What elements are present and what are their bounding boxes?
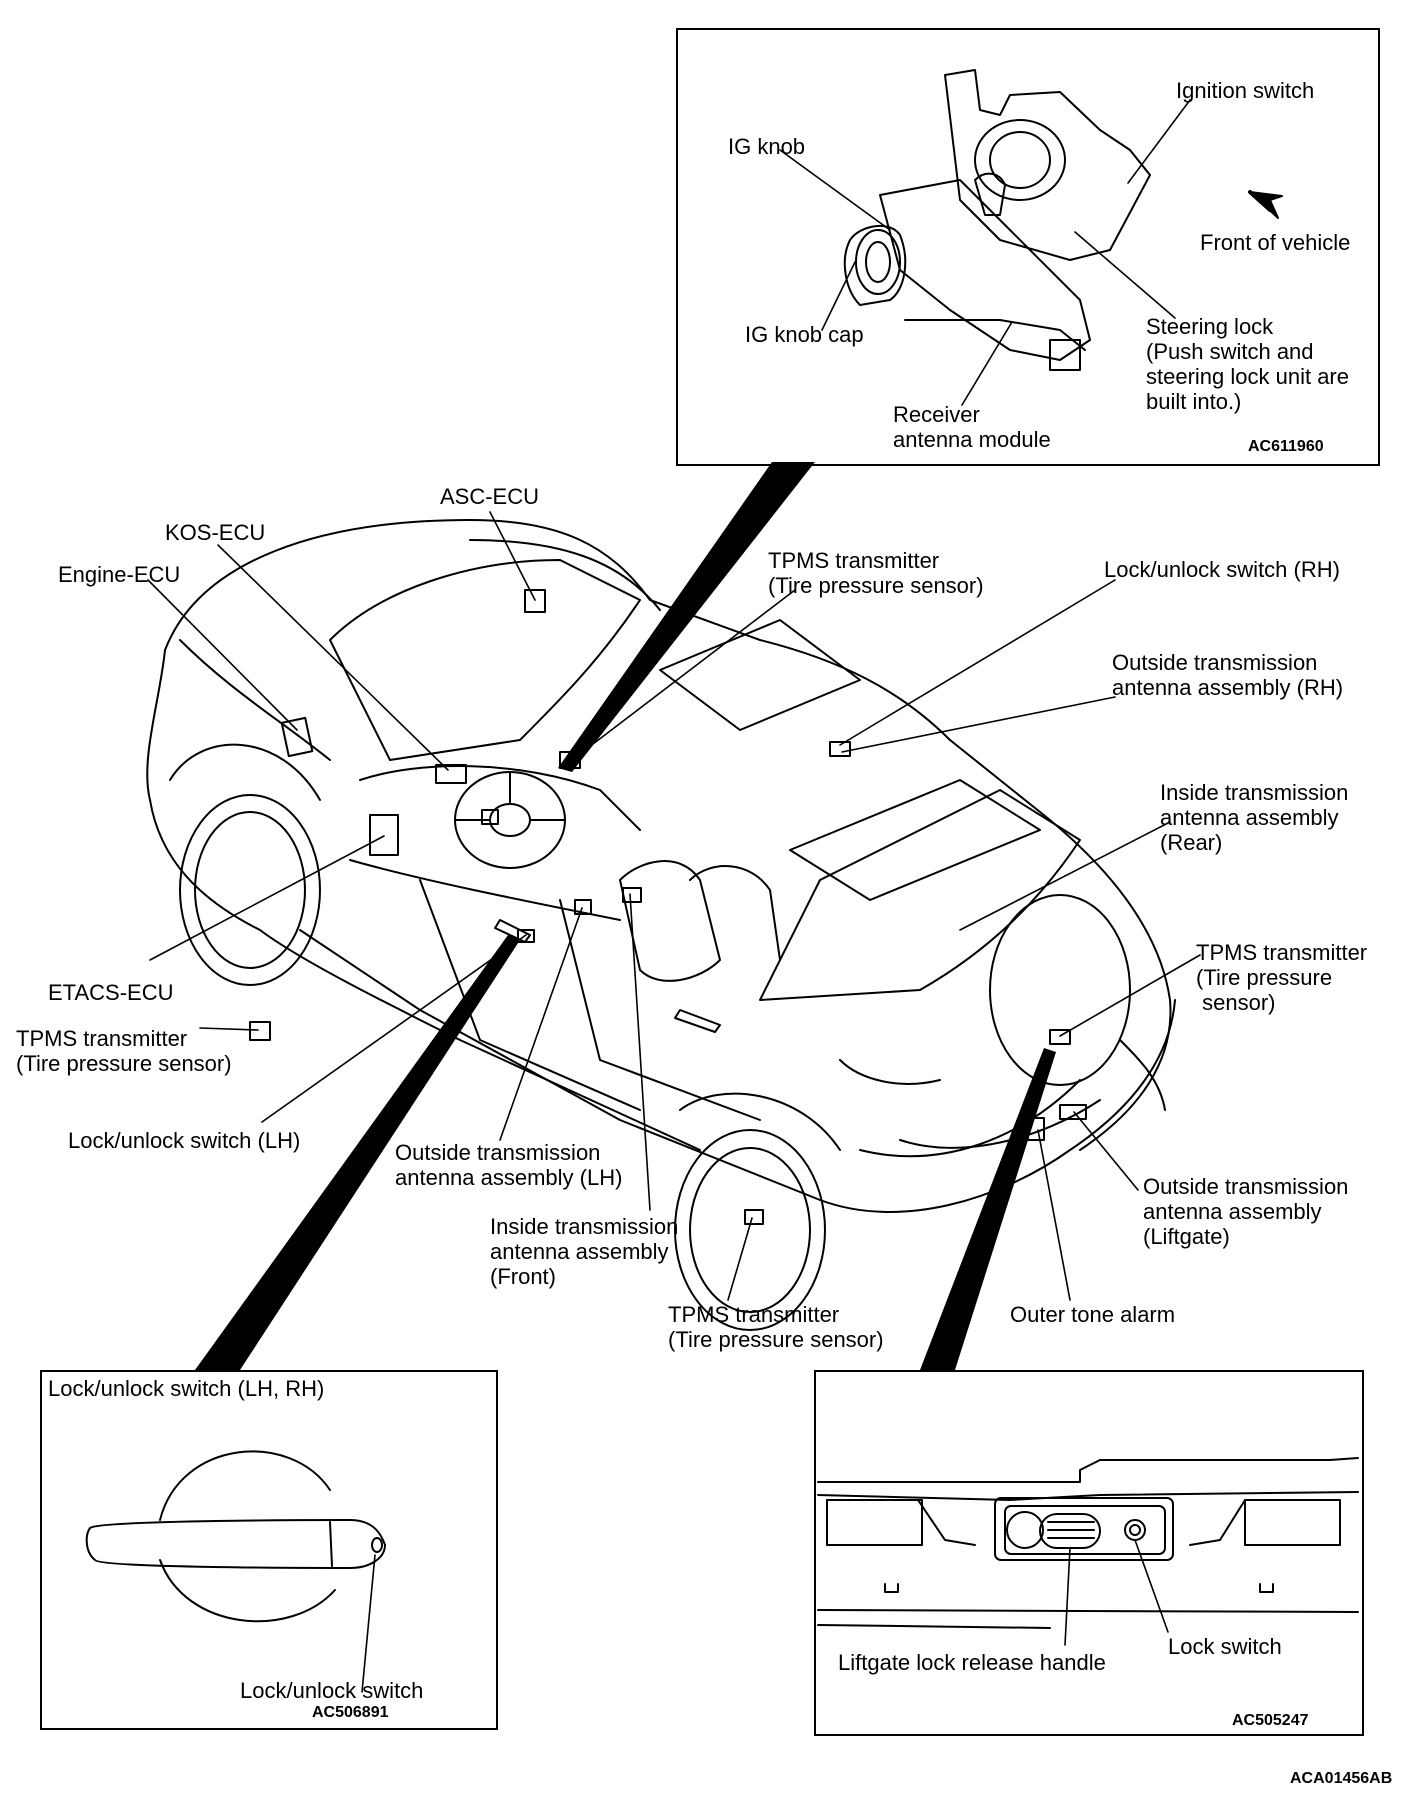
- label-ig-knob: IG knob: [728, 134, 806, 159]
- label-steering-lock: Steering lock (Push switch and steering …: [1146, 314, 1349, 414]
- leader-lines: [147, 511, 1201, 1301]
- liftgate-inset-panel: [814, 1370, 1364, 1736]
- label-asc-ecu: ASC-ECU: [440, 484, 540, 509]
- label-ignition-switch: Ignition switch: [1176, 78, 1315, 103]
- ignition-switch-drawing: [843, 69, 1283, 371]
- label-ig-knob-cap: IG knob cap: [745, 322, 864, 347]
- vehicle-outline: [146, 519, 1176, 1331]
- label-front-of-vehicle: Front of vehicle: [1200, 230, 1351, 255]
- label-lock-switch-rh: Lock/unlock switch (RH): [1104, 557, 1340, 582]
- label-tpms-rear-right: TPMS transmitter (Tire pressure sensor): [1196, 940, 1368, 1015]
- label-lock-switch-lh: Lock/unlock switch (LH): [68, 1128, 301, 1153]
- ignition-inset-panel: [676, 28, 1380, 466]
- label-engine-ecu: Engine-ECU: [58, 562, 181, 587]
- label-etacs-ecu: ETACS-ECU: [48, 980, 174, 1005]
- label-kos-ecu: KOS-ECU: [165, 520, 266, 545]
- label-outer-tone-alarm: Outer tone alarm: [1010, 1302, 1176, 1327]
- label-tpms-center: TPMS transmitter (Tire pressure sensor): [768, 548, 984, 598]
- label-lock-switch: Lock switch: [1168, 1634, 1282, 1659]
- label-liftgate-release-handle: Liftgate lock release handle: [838, 1650, 1106, 1675]
- vehicle-components: [249, 589, 1087, 1225]
- label-outside-antenna-lh: Outside transmission antenna assembly (L…: [395, 1140, 623, 1190]
- label-outside-antenna-liftgate: Outside transmission antenna assembly (L…: [1143, 1174, 1349, 1249]
- door-inset-title: Lock/unlock switch (LH, RH): [48, 1376, 325, 1401]
- door-handle-drawing: [85, 1450, 386, 1693]
- label-tpms-front-left: TPMS transmitter (Tire pressure sensor): [16, 1026, 232, 1076]
- label-outside-antenna-rh: Outside transmission antenna assembly (R…: [1112, 650, 1344, 700]
- label-lock-unlock-switch: Lock/unlock switch: [240, 1678, 424, 1703]
- label-inside-antenna-front: Inside transmission antenna assembly (Fr…: [490, 1214, 679, 1289]
- inset-connectors: [195, 462, 1056, 1370]
- ignition-inset-code: AC611960: [1248, 438, 1324, 455]
- ignition-leader-lines: [779, 99, 1191, 406]
- label-receiver-antenna-module: Receiver antenna module: [893, 402, 1051, 452]
- liftgate-inset-code: AC505247: [1232, 1712, 1309, 1729]
- figure-code: ACA01456AB: [1290, 1770, 1393, 1787]
- liftgate-drawing: [817, 1457, 1359, 1646]
- door-inset-code: AC506891: [312, 1704, 389, 1721]
- label-tpms-rear-left: TPMS transmitter (Tire pressure sensor): [668, 1302, 884, 1352]
- door-handle-inset-panel: [40, 1370, 498, 1730]
- label-inside-antenna-rear: Inside transmission antenna assembly (Re…: [1160, 780, 1349, 855]
